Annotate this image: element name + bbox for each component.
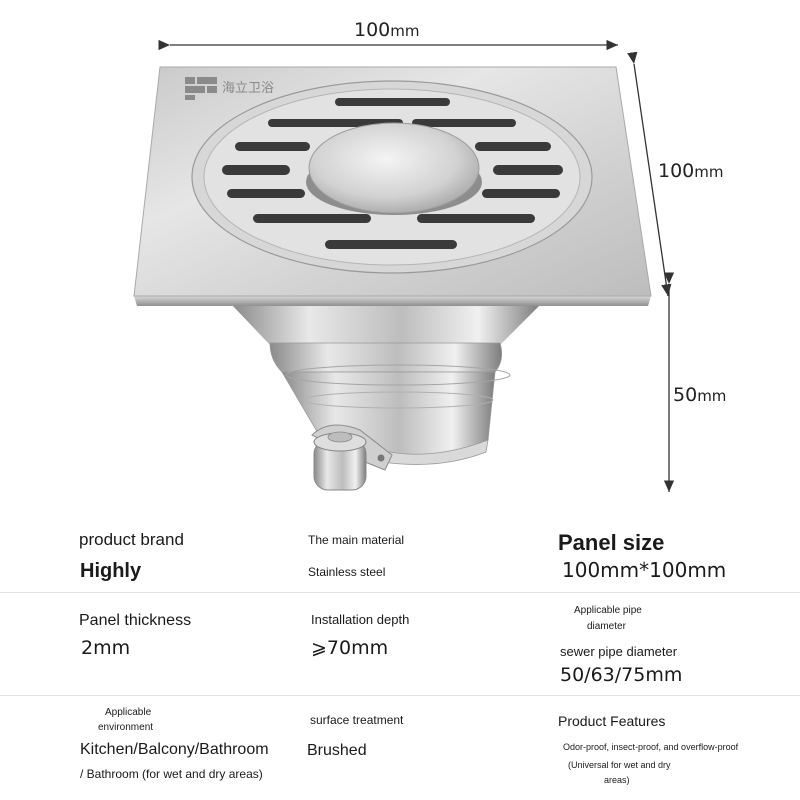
sewer-value: 50/63/75mm [560, 664, 683, 686]
center-cap [306, 122, 482, 215]
brand-label: product brand [79, 530, 184, 549]
height-dimension-line [627, 51, 672, 297]
thickness-label: Panel thickness [79, 612, 192, 629]
pipe-label-line1: Applicable pipe [574, 605, 642, 616]
env-label-line2: environment [98, 722, 154, 733]
material-label: The main material [308, 533, 405, 547]
grid-logo-icon [185, 77, 217, 100]
height-dimension-label: 100mm [658, 160, 724, 182]
row-divider [0, 592, 800, 593]
width-dimension-label: 100mm [354, 19, 420, 41]
thickness-value: 2mm [81, 637, 131, 659]
depth-dimension-label: 50mm [673, 384, 727, 406]
surface-value: Brushed [307, 742, 367, 759]
pipe-label-line2: diameter [587, 621, 626, 632]
brand-value: Highly [80, 560, 142, 582]
drain-panel [133, 66, 652, 306]
features-line3: areas) [604, 775, 630, 785]
surface-label: surface treatment [310, 713, 404, 727]
panel-size-label: Panel size [558, 530, 665, 555]
material-value: Stainless steel [308, 565, 386, 579]
features-line1: Odor-proof, insect-proof, and overflow-p… [563, 742, 739, 752]
overflow-cup [311, 424, 393, 491]
env-value-line1: Kitchen/Balcony/Bathroom [80, 741, 269, 758]
floor-drain-illustration [133, 39, 675, 492]
env-value-line2: / Bathroom (for wet and dry areas) [80, 767, 263, 781]
features-line2: (Universal for wet and dry [568, 760, 671, 770]
grate-slots [222, 98, 563, 249]
install-depth-value: ⩾70mm [311, 637, 389, 659]
sewer-label: sewer pipe diameter [560, 644, 678, 659]
install-depth-label: Installation depth [311, 612, 410, 627]
row-divider [0, 695, 800, 696]
features-label: Product Features [558, 713, 666, 729]
panel-size-value: 100mm*100mm [562, 558, 727, 582]
env-label-line1: Applicable [105, 707, 152, 718]
drain-body [232, 305, 540, 465]
logo-text: 海立卫浴 [222, 81, 275, 96]
